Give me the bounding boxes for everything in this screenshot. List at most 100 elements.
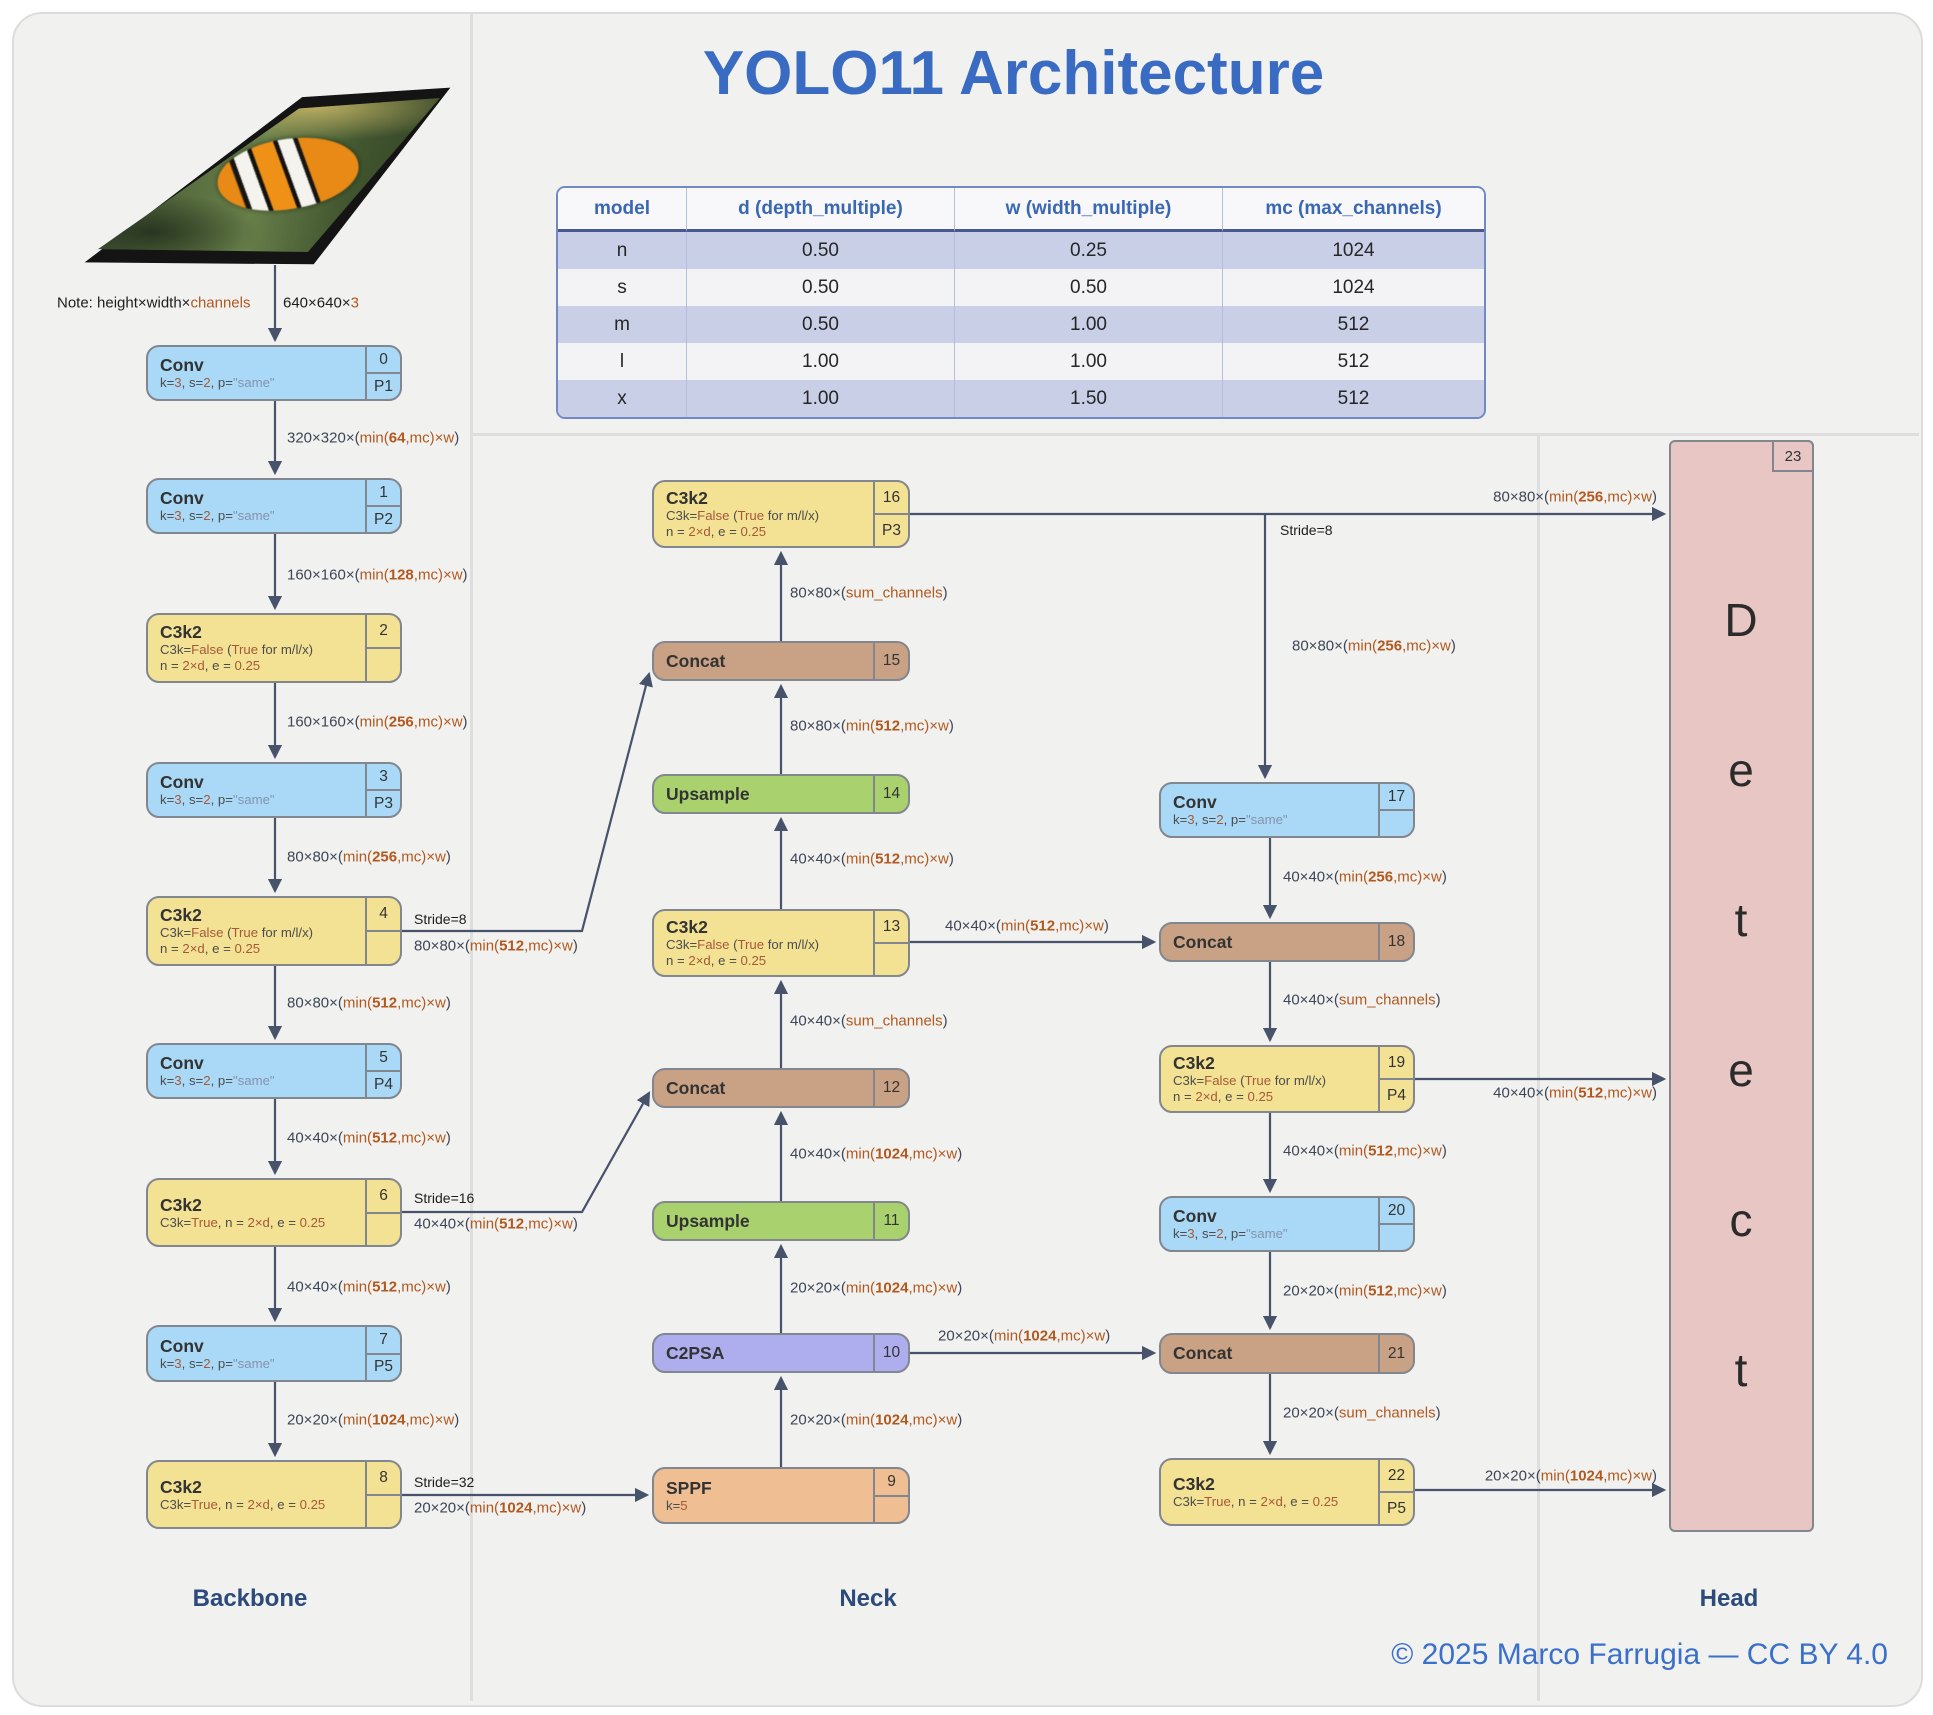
badge-level: P4 xyxy=(367,1070,400,1097)
spec-col-header: model xyxy=(558,188,686,232)
edge-label-dim-3-4: 80×80×(min(256,mc)×w) xyxy=(287,849,451,866)
label-segment: 128 xyxy=(388,566,414,584)
label-segment: 0.25 xyxy=(1312,1494,1339,1510)
node-title: C3k2 xyxy=(160,905,202,926)
section-label-head: Head xyxy=(1699,1585,1759,1612)
label-segment: k= xyxy=(666,1497,681,1513)
node-title: C3k2 xyxy=(160,1476,202,1497)
label-segment: k= xyxy=(1173,1226,1188,1242)
label-segment: , s= xyxy=(181,375,204,391)
label-segment: , e = xyxy=(204,658,235,674)
label-segment: 80×80×( xyxy=(414,937,470,955)
label-segment: min( xyxy=(342,1129,373,1147)
node-title: C3k2 xyxy=(666,488,708,509)
label-segment: ) xyxy=(572,937,578,955)
clownfish-photo xyxy=(98,98,440,252)
label-segment: ) xyxy=(942,584,948,602)
label-segment: k= xyxy=(160,1355,175,1371)
label-segment: 3 xyxy=(1187,812,1195,828)
label-segment: 2×d xyxy=(247,1496,270,1512)
label-segment: , p= xyxy=(210,375,233,391)
label-segment: 20×20×( xyxy=(414,1499,470,1517)
spec-cell: 0.25 xyxy=(954,232,1222,269)
node-params: C3k=False (True for m/l/x) xyxy=(666,937,861,953)
label-segment: 20×20×( xyxy=(938,1327,994,1345)
edge-label-dim-15-16: 80×80×(sum_channels) xyxy=(790,585,948,602)
label-segment: ) xyxy=(445,1278,451,1296)
label-segment: 40×40×( xyxy=(1493,1084,1550,1102)
node-title: C2PSA xyxy=(666,1342,725,1363)
spec-cell: l xyxy=(558,343,686,380)
label-segment: k= xyxy=(160,1073,175,1089)
badge-level xyxy=(875,942,908,975)
label-segment: 80×80×( xyxy=(287,848,343,866)
spec-cell: 512 xyxy=(1222,306,1484,343)
label-segment: ) xyxy=(1652,1467,1657,1485)
spec-cell: 0.50 xyxy=(954,269,1222,306)
label-segment: , p= xyxy=(210,792,233,808)
label-segment: ,mc)×w xyxy=(1603,488,1652,506)
label-segment: ) xyxy=(581,1499,587,1517)
label-segment: for m/l/x) xyxy=(258,925,314,941)
label-segment: ) xyxy=(1652,488,1657,506)
label-segment: sum_channels xyxy=(845,1012,943,1030)
badge-index: 16 xyxy=(882,488,901,506)
node-params: n = 2×d, e = 0.25 xyxy=(666,953,861,969)
label-segment: min( xyxy=(845,1411,876,1429)
node-params: C3k=False (True for m/l/x) xyxy=(160,642,353,658)
edge-label-dim-8-9: 20×20×(min(1024,mc)×w) xyxy=(414,1500,586,1517)
label-segment: 64 xyxy=(388,429,406,447)
label-segment: 40×40×( xyxy=(287,1278,343,1296)
label-segment: min( xyxy=(1338,1282,1369,1300)
label-segment: True xyxy=(231,925,259,941)
label-segment: ,mc)×w xyxy=(900,717,949,735)
label-segment: 640×640× xyxy=(283,294,351,312)
detect-letter: t xyxy=(1734,1344,1748,1396)
label-segment: 2 xyxy=(203,1073,211,1089)
edge-label-dim-18-19: 40×40×(sum_channels) xyxy=(1283,992,1441,1009)
label-segment: ,mc)×w xyxy=(1393,1142,1442,1160)
label-segment: C3k= xyxy=(666,937,698,953)
edge-label-dim-10-11: 20×20×(min(1024,mc)×w) xyxy=(790,1280,962,1297)
node-params: C3k=False (True for m/l/x) xyxy=(1173,1073,1366,1089)
label-segment: C3k= xyxy=(160,925,192,941)
node-index-badge: 8 xyxy=(365,1462,400,1527)
label-segment: 3 xyxy=(1187,1226,1195,1242)
label-segment: 20×20×( xyxy=(287,1411,343,1429)
label-segment: 80×80×( xyxy=(1493,488,1550,506)
node-params: k=3, s=2, p="same" xyxy=(160,1073,353,1089)
edge-label-dim-17-18: 40×40×(min(256,mc)×w) xyxy=(1283,869,1447,886)
label-segment: , n = xyxy=(1230,1494,1261,1510)
badge-index: 7 xyxy=(379,1330,388,1348)
spec-cell: n xyxy=(558,232,686,269)
badge-level xyxy=(367,930,400,964)
label-segment: sum_channels xyxy=(845,584,943,602)
divider-header xyxy=(472,433,1919,436)
label-segment: ) xyxy=(572,1215,578,1233)
badge-index: 15 xyxy=(882,652,901,669)
label-segment: ) xyxy=(1441,1142,1447,1160)
badge-index: 1 xyxy=(379,483,388,501)
label-segment: ,mc)×w xyxy=(397,1278,446,1296)
label-segment: 512 xyxy=(1368,1142,1394,1160)
label-segment: min( xyxy=(359,713,389,731)
label-segment: 40×40×( xyxy=(945,917,1001,935)
badge-level xyxy=(367,1211,400,1246)
node-title: Conv xyxy=(1173,792,1217,813)
label-segment: 1024 xyxy=(875,1145,909,1163)
label-segment: 1024 xyxy=(875,1279,909,1297)
label-segment: , e = xyxy=(710,953,741,969)
label-segment: k= xyxy=(1173,812,1188,828)
edge-label-dim-5-6: 40×40×(min(512,mc)×w) xyxy=(287,1130,451,1147)
label-segment: ) xyxy=(462,713,468,731)
